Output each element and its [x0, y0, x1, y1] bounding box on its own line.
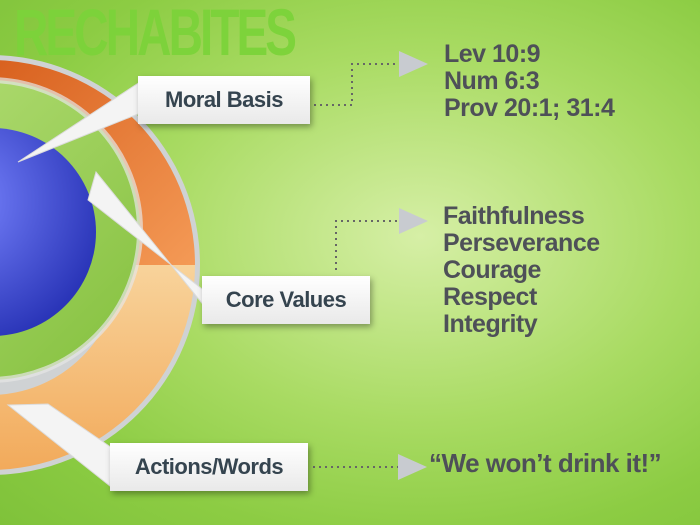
core-value-item: Respect — [443, 283, 537, 311]
reference-item: Lev 10:9 — [444, 40, 541, 68]
arrow-right-icon — [399, 208, 428, 234]
actions-quote: “We won’t drink it!” — [429, 448, 662, 478]
core-values-label: Core Values — [202, 276, 370, 324]
center-circle — [0, 128, 96, 336]
arrow-right-icon — [398, 454, 427, 480]
core-values-list: Faithfulness Perseverance Courage Respec… — [443, 203, 600, 338]
moral-basis-label: Moral Basis — [138, 76, 310, 124]
core-values-connector — [335, 220, 400, 270]
core-value-item: Perseverance — [443, 229, 600, 257]
moral-basis-connector — [314, 63, 400, 106]
core-value-item: Faithfulness — [443, 202, 585, 230]
arrow-right-icon — [399, 51, 428, 77]
core-value-item: Integrity — [443, 310, 538, 338]
actions-words-label: Actions/Words — [110, 443, 308, 491]
reference-item: Num 6:3 — [444, 67, 540, 95]
moral-basis-references: Lev 10:9 Num 6:3 Prov 20:1; 31:4 — [444, 40, 615, 122]
core-value-item: Courage — [443, 256, 541, 284]
reference-item: Prov 20:1; 31:4 — [444, 94, 615, 122]
slide-title: RECHABITES — [14, 0, 297, 69]
